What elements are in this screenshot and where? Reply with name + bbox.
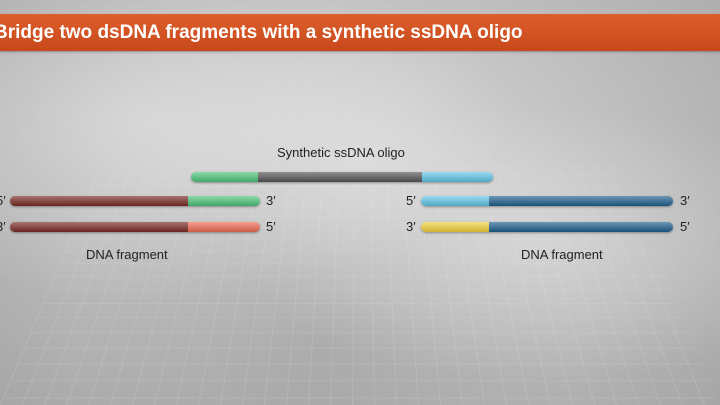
right-bottom-yellow-segment	[421, 222, 489, 232]
left-top-strand	[10, 196, 260, 206]
left-bottom-dark-segment	[10, 222, 188, 232]
right-top-blue-segment	[421, 196, 489, 206]
right-bottom-dark-segment	[489, 222, 673, 232]
oligo-strand	[191, 172, 493, 182]
left-bottom-5-label: 5′	[266, 219, 276, 234]
left-top-dark-segment	[10, 196, 188, 206]
left-bottom-strand	[10, 222, 260, 232]
right-top-dark-segment	[489, 196, 673, 206]
oligo-green-segment	[191, 172, 258, 182]
right-bottom-strand	[421, 222, 673, 232]
oligo-blue-segment	[422, 172, 493, 182]
oligo-gray-segment	[258, 172, 422, 182]
oligo-label: Synthetic ssDNA oligo	[277, 145, 405, 160]
right-top-strand	[421, 196, 673, 206]
left-bottom-salmon-segment	[188, 222, 260, 232]
left-top-green-segment	[188, 196, 260, 206]
title-bar: Bridge two dsDNA fragments with a synthe…	[0, 14, 720, 51]
page-title: Bridge two dsDNA fragments with a synthe…	[0, 22, 523, 43]
right-bottom-5-label: 5′	[680, 219, 690, 234]
left-top-5-label: 5′	[0, 193, 6, 208]
left-top-3-label: 3′	[266, 193, 276, 208]
left-fragment-label: DNA fragment	[86, 247, 168, 262]
right-top-5-label: 5′	[406, 193, 416, 208]
right-bottom-3-label: 3′	[406, 219, 416, 234]
right-fragment-label: DNA fragment	[521, 247, 603, 262]
right-top-3-label: 3′	[680, 193, 690, 208]
left-bottom-3-label: 3′	[0, 219, 6, 234]
